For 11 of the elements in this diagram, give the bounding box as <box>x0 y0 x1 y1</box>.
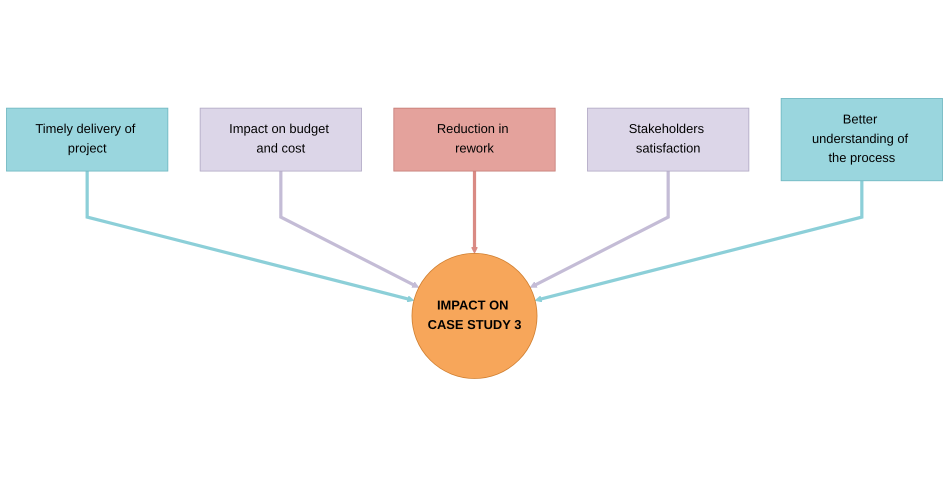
node-box: Reduction in rework <box>393 108 556 172</box>
arrow <box>534 180 864 302</box>
node-circle: IMPACT ON CASE STUDY 3 <box>412 253 538 379</box>
arrow <box>279 171 420 288</box>
node-box: Stakeholders satisfaction <box>587 108 750 172</box>
node-box: Timely delivery of project <box>6 108 168 172</box>
node-box: Impact on budget and cost <box>200 108 362 172</box>
arrow <box>86 171 414 302</box>
arrow <box>470 171 478 254</box>
arrow <box>530 171 670 288</box>
node-box: Better understanding of the process <box>780 98 943 182</box>
